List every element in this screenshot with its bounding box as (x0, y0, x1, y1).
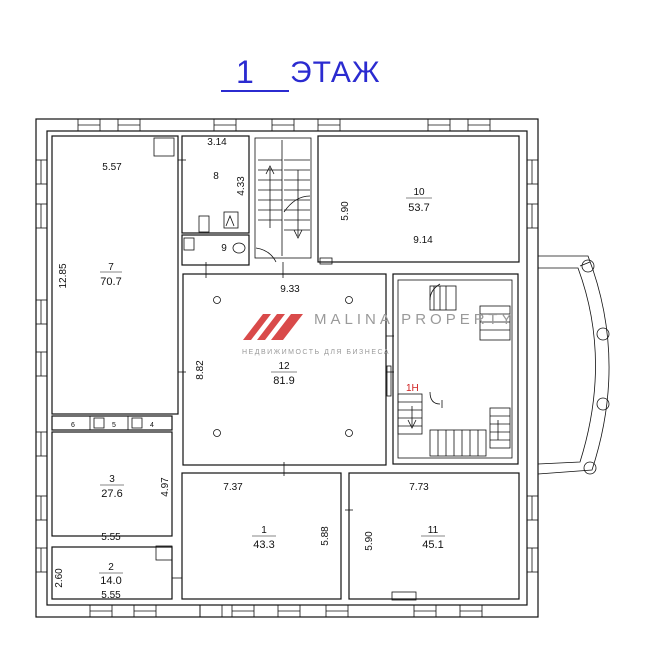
right-windows (526, 159, 539, 573)
dim-8-top: 3.14 (207, 137, 227, 148)
room-6-number: 6 (71, 422, 75, 429)
dim-3-bottom: 5.55 (101, 532, 121, 543)
watermark-name: MALINA PROPERTY (314, 311, 515, 328)
left-windows (35, 159, 48, 573)
utility-partitions (89, 416, 143, 430)
dim-7-top: 5.57 (102, 162, 122, 173)
stair-label-1h: 1Н (406, 383, 419, 394)
dim-7-side: 12.85 (58, 263, 69, 288)
watermark-logo-icon-2 (257, 314, 285, 340)
watermark-logo-icon-3 (271, 314, 303, 340)
dim-10-side: 5.90 (340, 201, 351, 221)
watermark-logo-icon (243, 314, 271, 340)
door-room-12 (386, 365, 392, 397)
dim-11-top: 7.73 (409, 482, 429, 493)
door-room-10 (319, 257, 333, 265)
dim-3-side: 4.97 (160, 477, 171, 497)
floor-number: 1 (236, 54, 254, 90)
curved-annex (537, 255, 610, 475)
room-7-number: 7 (108, 262, 114, 273)
room-10-number: 10 (413, 187, 425, 198)
room-5-number: 5 (112, 422, 116, 429)
watermark-tagline: НЕДВИЖИМОСТЬ ДЛЯ БИЗНЕСА (242, 349, 390, 356)
floor-title: ЭТАЖ (290, 56, 381, 89)
stairwell-right (397, 279, 513, 459)
room-2-area: 14.0 (100, 575, 121, 587)
room-4-number: 4 (150, 422, 154, 429)
bathroom-fixtures (153, 137, 417, 601)
room-11-area: 45.1 (422, 539, 443, 551)
dim-12-side: 8.82 (195, 360, 206, 380)
dim-1-top: 7.37 (223, 482, 243, 493)
dim-11-side: 5.90 (364, 531, 375, 551)
room-2-number: 2 (108, 562, 114, 573)
floor-number-underline (221, 90, 289, 92)
room-12-columns (213, 296, 353, 437)
stairwell-central (254, 137, 312, 263)
bottom-windows (89, 604, 483, 618)
room-1-area: 43.3 (253, 539, 274, 551)
top-windows (77, 118, 491, 132)
dim-1-side: 5.88 (320, 526, 331, 546)
room-3-number: 3 (109, 474, 115, 485)
room-9-number: 9 (221, 243, 227, 254)
room-12-area: 81.9 (273, 375, 294, 387)
room-8-number: 8 (213, 171, 219, 182)
room-11-number: 11 (428, 525, 439, 536)
dim-10-bottom: 9.14 (413, 235, 433, 246)
room-1-number: 1 (261, 525, 267, 536)
dim-12-top: 9.33 (280, 284, 300, 295)
watermark: MALINA PROPERTY НЕДВИЖИМОСТЬ ДЛЯ БИЗНЕСА (242, 311, 515, 356)
room-3-area: 27.6 (101, 488, 122, 500)
room-12-number: 12 (278, 361, 290, 372)
room-labels: 7 70.7 8 9 10 53.7 12 81.9 1Н 3 27.6 2 1… (71, 171, 445, 587)
door-ticks (172, 159, 394, 579)
dim-8-side: 4.33 (236, 176, 247, 196)
room-7-area: 70.7 (100, 276, 121, 288)
dim-2-side: 2.60 (54, 568, 65, 588)
interior-walls (51, 135, 520, 600)
room-10-area: 53.7 (408, 202, 429, 214)
dimension-labels: 5.57 12.85 3.14 4.33 5.90 9.14 9.33 8.82… (54, 137, 433, 601)
dim-2-bottom: 5.55 (101, 590, 121, 601)
